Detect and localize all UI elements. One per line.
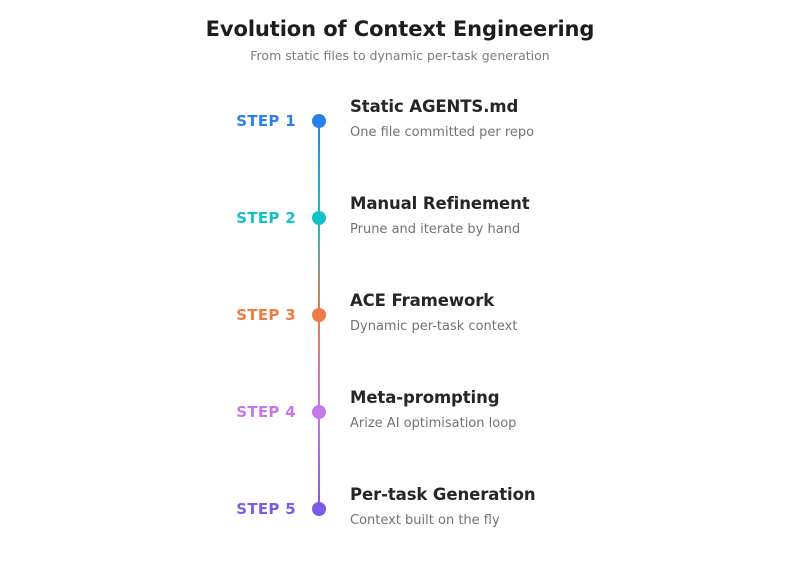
- step-description-4: Arize AI optimisation loop: [350, 416, 517, 431]
- connector-segment-4-5: [318, 411, 320, 508]
- page-title: Evolution of Context Engineering: [205, 17, 595, 41]
- page-subtitle: From static files to dynamic per-task ge…: [250, 48, 550, 63]
- step-label-1: STEP 1: [236, 112, 296, 130]
- step-description-1: One file committed per repo: [350, 125, 535, 140]
- step-title-1: Static AGENTS.md: [350, 97, 519, 116]
- step-dot-icon-4: [312, 405, 326, 419]
- step-dot-icon-1: [312, 114, 326, 128]
- step-title-2: Manual Refinement: [350, 194, 530, 213]
- step-label-5: STEP 5: [236, 500, 296, 518]
- step-dot-icon-3: [312, 308, 326, 322]
- connector-segment-3-4: [318, 314, 320, 411]
- timeline-step-2[interactable]: STEP 2 Manual Refinement Prune and itera…: [0, 185, 800, 249]
- step-text-2: Manual Refinement Prune and iterate by h…: [350, 193, 750, 239]
- step-label-3: STEP 3: [236, 306, 296, 324]
- step-text-3: ACE Framework Dynamic per-task context: [350, 290, 750, 336]
- step-dot-icon-5: [312, 502, 326, 516]
- step-label-2: STEP 2: [236, 209, 296, 227]
- connector-segment-1-2: [318, 120, 320, 217]
- step-text-5: Per-task Generation Context built on the…: [350, 484, 750, 530]
- timeline: STEP 1 Static AGENTS.md One file committ…: [0, 88, 800, 558]
- step-text-1: Static AGENTS.md One file committed per …: [350, 96, 750, 142]
- step-title-3: ACE Framework: [350, 291, 495, 310]
- step-title-5: Per-task Generation: [350, 485, 536, 504]
- step-description-5: Context built on the fly: [350, 513, 500, 528]
- timeline-connector-line: [318, 120, 320, 508]
- step-text-4: Meta-prompting Arize AI optimisation loo…: [350, 387, 750, 433]
- timeline-step-1[interactable]: STEP 1 Static AGENTS.md One file committ…: [0, 88, 800, 152]
- timeline-step-3[interactable]: STEP 3 ACE Framework Dynamic per-task co…: [0, 282, 800, 346]
- step-description-2: Prune and iterate by hand: [350, 222, 521, 237]
- timeline-step-4[interactable]: STEP 4 Meta-prompting Arize AI optimisat…: [0, 379, 800, 443]
- step-label-4: STEP 4: [236, 403, 296, 421]
- step-description-3: Dynamic per-task context: [350, 319, 518, 334]
- diagram-header: Evolution of Context Engineering From st…: [0, 16, 800, 65]
- step-dot-icon-2: [312, 211, 326, 225]
- timeline-step-5[interactable]: STEP 5 Per-task Generation Context built…: [0, 476, 800, 540]
- step-title-4: Meta-prompting: [350, 388, 500, 407]
- connector-segment-2-3: [318, 217, 320, 314]
